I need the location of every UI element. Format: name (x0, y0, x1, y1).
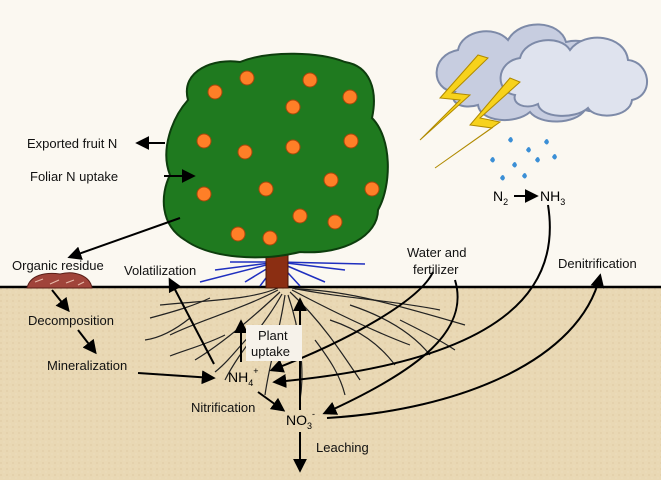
arrow-nh3-nh4 (272, 204, 551, 388)
arrow-mineralization-nh4 (137, 370, 216, 385)
arrow-to-residue (67, 217, 181, 260)
label-uptake: uptake (251, 344, 290, 359)
formula-no3: NO3- (286, 409, 315, 431)
arrow-volatilization (168, 277, 215, 365)
label-nitrification: Nitrification (191, 400, 255, 415)
formula-nh4: NH4+ (228, 366, 259, 388)
tree-canopy (162, 52, 389, 259)
label-plant: Plant (258, 328, 288, 343)
label-fertilizer: fertilizer (413, 262, 459, 277)
organic-residue-pile (26, 272, 93, 289)
formula-nh3: NH3 (540, 188, 565, 207)
label-water-and: Water and (407, 245, 467, 260)
arrow-denitrification (326, 273, 605, 419)
fruit-group (196, 70, 380, 246)
plant-uptake-box (246, 325, 302, 361)
lightning-icon (419, 54, 521, 169)
label-exported-fruit-n: Exported fruit N (27, 136, 117, 151)
label-volatilization: Volatilization (124, 263, 196, 278)
label-decomposition: Decomposition (28, 313, 114, 328)
label-organic-residue: Organic residue (12, 258, 104, 273)
soil-background (0, 287, 661, 480)
label-foliar-n-uptake: Foliar N uptake (30, 169, 118, 184)
rain-icon (490, 137, 557, 181)
label-denitrification: Denitrification (558, 256, 637, 271)
cloud-icon (435, 23, 649, 123)
formula-n2: N2 (493, 188, 508, 207)
arrow-decomposition-mineralization (77, 329, 97, 355)
label-mineralization: Mineralization (47, 358, 127, 373)
arrow-water-no3 (322, 279, 459, 415)
arrow-nitrification (257, 391, 286, 412)
label-leaching: Leaching (316, 440, 369, 455)
arrow-residue-decomposition (51, 289, 70, 313)
